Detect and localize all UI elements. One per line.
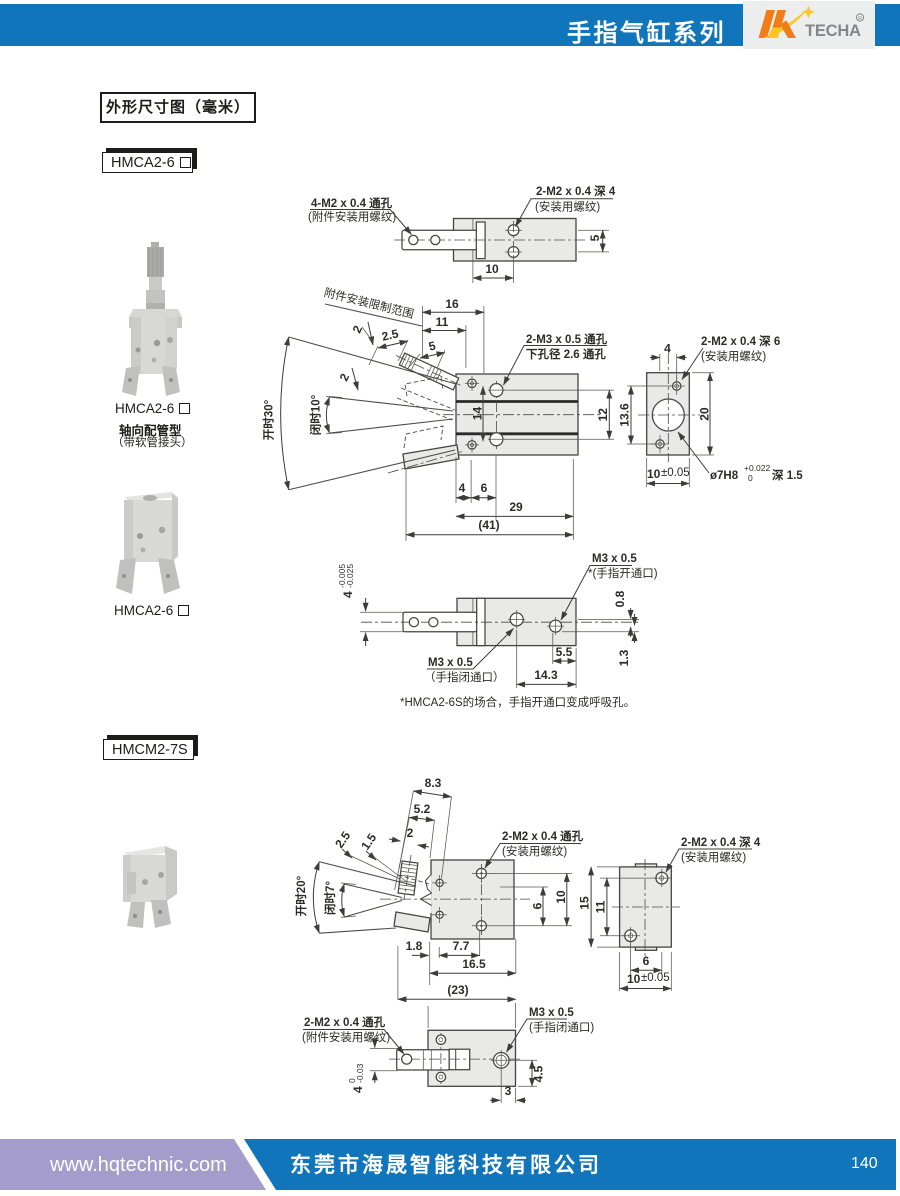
svg-text:1.8: 1.8 xyxy=(406,939,423,953)
svg-text:开时30°: 开时30° xyxy=(262,399,276,440)
svg-text:(41): (41) xyxy=(478,518,499,532)
svg-text:5.2: 5.2 xyxy=(414,802,431,816)
svg-text:12: 12 xyxy=(596,408,610,422)
svg-text:29: 29 xyxy=(509,500,523,514)
svg-text:2-M3 x 0.5 通孔: 2-M3 x 0.5 通孔 xyxy=(526,333,608,346)
svg-text:13.6: 13.6 xyxy=(618,403,632,427)
svg-text:8.3: 8.3 xyxy=(425,776,442,790)
svg-text:6: 6 xyxy=(643,954,650,968)
svg-text:-0.03: -0.03 xyxy=(355,1063,365,1083)
svg-text:4.5: 4.5 xyxy=(532,1065,546,1082)
svg-text:(附件安装用螺纹): (附件安装用螺纹) xyxy=(302,1030,390,1044)
svg-text:M3 x 0.5: M3 x 0.5 xyxy=(428,657,473,669)
svg-text:（手指闭通口）: （手指闭通口） xyxy=(424,670,505,684)
svg-text:2.5: 2.5 xyxy=(380,326,400,343)
svg-text:14: 14 xyxy=(471,407,485,421)
svg-text:R: R xyxy=(858,16,862,22)
svg-text:4: 4 xyxy=(664,342,671,356)
svg-text:4: 4 xyxy=(341,591,355,598)
svg-text:TECHA: TECHA xyxy=(805,22,861,40)
svg-text:±0.05: ±0.05 xyxy=(661,467,690,479)
svg-text:闭时7°: 闭时7° xyxy=(323,881,337,915)
svg-text:(安装用螺纹): (安装用螺纹) xyxy=(681,850,746,864)
svg-text:4: 4 xyxy=(459,481,466,495)
svg-text:6: 6 xyxy=(481,481,488,495)
svg-text:(安装用螺纹): (安装用螺纹) xyxy=(535,200,600,214)
svg-text:10: 10 xyxy=(554,890,568,904)
svg-text:1.5: 1.5 xyxy=(358,831,379,853)
svg-text:东莞市海晟智能科技有限公司: 东莞市海晟智能科技有限公司 xyxy=(290,1153,602,1177)
svg-text:(安装用螺纹): (安装用螺纹) xyxy=(502,844,567,858)
svg-text:6: 6 xyxy=(531,902,545,909)
svg-text:140: 140 xyxy=(851,1155,878,1172)
svg-text:4: 4 xyxy=(351,1086,365,1093)
svg-text:16.5: 16.5 xyxy=(462,957,486,971)
svg-text:2-M2 x 0.4 深 4: 2-M2 x 0.4 深 4 xyxy=(681,835,761,849)
svg-text:*(手指开通口): *(手指开通口) xyxy=(588,566,658,580)
svg-text:0: 0 xyxy=(748,473,753,483)
svg-text:2-M2 x 0.4 通孔: 2-M2 x 0.4 通孔 xyxy=(304,1016,386,1029)
svg-text:4-M2 x 0.4 通孔: 4-M2 x 0.4 通孔 xyxy=(311,197,393,210)
svg-text:ø7H8: ø7H8 xyxy=(710,470,739,482)
svg-text:5: 5 xyxy=(588,234,602,241)
svg-text:开时20°: 开时20° xyxy=(294,875,308,916)
svg-text:-0.005: -0.005 xyxy=(337,564,347,588)
svg-text:(23): (23) xyxy=(447,983,468,997)
svg-text:(安装用螺纹): (安装用螺纹) xyxy=(701,349,766,363)
svg-text:M3 x 0.5: M3 x 0.5 xyxy=(529,1007,574,1019)
svg-text:深 1.5: 深 1.5 xyxy=(772,468,803,482)
svg-text:2: 2 xyxy=(407,826,414,840)
svg-text:±0.05: ±0.05 xyxy=(641,972,670,984)
svg-text:下孔径 2.6 通孔: 下孔径 2.6 通孔 xyxy=(526,347,606,361)
svg-text:20: 20 xyxy=(698,407,712,421)
svg-text:*HMCA2-6S的场合，手指开通口变成呼吸孔。: *HMCA2-6S的场合，手指开通口变成呼吸孔。 xyxy=(400,695,635,709)
svg-text:0.8: 0.8 xyxy=(613,590,627,607)
svg-text:15: 15 xyxy=(578,896,592,910)
svg-text:2-M2 x 0.4 深 4: 2-M2 x 0.4 深 4 xyxy=(536,184,616,198)
svg-text:0: 0 xyxy=(347,1078,357,1083)
svg-text:14.3: 14.3 xyxy=(534,668,558,682)
svg-text:11: 11 xyxy=(436,315,449,329)
svg-text:1.3: 1.3 xyxy=(617,649,631,666)
svg-text:2-M2 x 0.4 深 6: 2-M2 x 0.4 深 6 xyxy=(701,334,780,348)
svg-text:10: 10 xyxy=(647,467,661,481)
svg-text:2-M2 x 0.4 通孔: 2-M2 x 0.4 通孔 xyxy=(502,830,584,843)
svg-text:(手指闭通口): (手指闭通口) xyxy=(529,1020,594,1034)
svg-text:16: 16 xyxy=(445,297,459,311)
svg-text:2.5: 2.5 xyxy=(332,829,353,851)
svg-text:10: 10 xyxy=(485,262,499,276)
svg-text:www.hqtechnic.com: www.hqtechnic.com xyxy=(49,1154,227,1176)
svg-text:闭时10°: 闭时10° xyxy=(309,394,323,435)
svg-text:5: 5 xyxy=(427,338,437,353)
svg-text:-0.025: -0.025 xyxy=(345,564,355,588)
svg-text:11: 11 xyxy=(594,900,608,913)
svg-text:7.7: 7.7 xyxy=(453,939,470,953)
svg-text:+0.022: +0.022 xyxy=(744,463,771,473)
svg-text:M3 x 0.5: M3 x 0.5 xyxy=(592,553,637,565)
svg-text:2: 2 xyxy=(350,323,366,335)
svg-text:2: 2 xyxy=(337,371,353,383)
svg-text:(附件安装用螺纹): (附件安装用螺纹) xyxy=(308,210,396,224)
svg-text:10: 10 xyxy=(627,972,641,986)
svg-text:附件安装限制范围: 附件安装限制范围 xyxy=(323,285,416,321)
svg-text:5.5: 5.5 xyxy=(556,645,573,659)
svg-text:3: 3 xyxy=(505,1084,512,1098)
